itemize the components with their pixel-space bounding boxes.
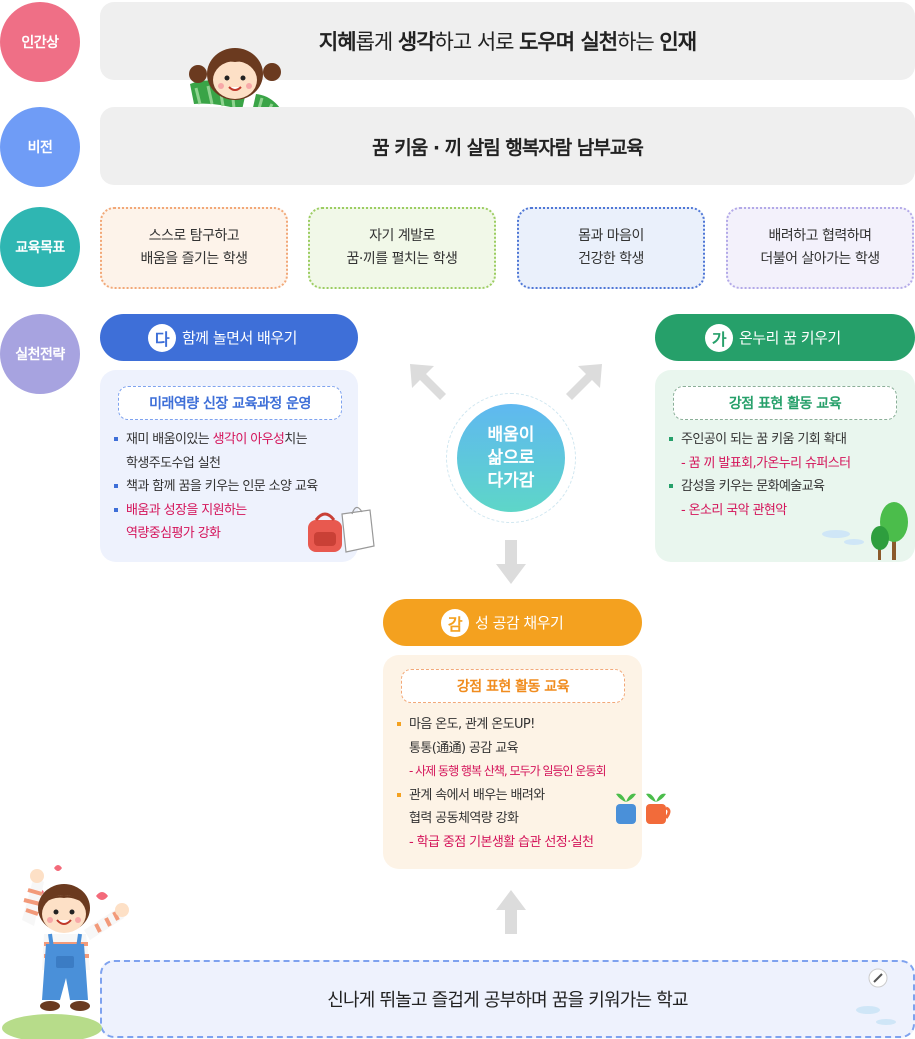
strategy-ga-badge: 가	[705, 323, 733, 352]
girl-illustration-icon	[189, 48, 309, 163]
vision-label: 비전	[27, 140, 53, 156]
arrow-up-right-icon	[566, 364, 602, 400]
goal-card-2: 자기 계발로 꿈·끼를 펼치는 학생	[308, 207, 496, 289]
bag-illustration-icon	[308, 506, 375, 553]
bottom-text: 신나게 뛰놀고 즐겁게 공부하며 꿈을 키워가는 학교	[327, 990, 688, 1011]
strategy-gam-badge: 감	[441, 608, 469, 637]
center-text: 배움이 삶으로 다가감	[487, 424, 535, 491]
arrow-up-left-icon	[410, 364, 446, 400]
strategy-ga-items: 주인공이 되는 꿈 키움 기회 확대 - 꿈 끼 발표회,가온누리 슈퍼스터 감…	[669, 428, 909, 522]
dandelion-decoration-icon	[856, 968, 896, 1025]
goal-text-3: 몸과 마음이 건강한 학생	[578, 228, 644, 267]
goal-card-4: 배려하고 협력하며 더불어 살아가는 학생	[726, 207, 914, 289]
strategy-gam-item-1: 마음 온도, 관계 온도UP! 통통(通通) 공감 교육	[397, 713, 642, 760]
strategy-da-item-1: 재미 배움이있는 생각이 아우성치는 학생주도수업 실천	[114, 428, 354, 475]
goal-card-1: 스스로 탐구하고 배움을 즐기는 학생	[100, 207, 288, 289]
goal-card-3: 몸과 마음이 건강한 학생	[517, 207, 705, 289]
strategy-gam-title: 성 공감 채우기	[475, 614, 564, 632]
vision-label-circle: 비전	[0, 107, 80, 187]
plant-cups-icon	[616, 793, 671, 824]
boy-illustration-icon	[2, 865, 129, 1039]
strategy-gam-item-1-sub: - 사제 동행 행복 산책, 모두가 일등인 운동회	[409, 764, 607, 778]
strategy-ga-pill: 가 온누리 꿈 키우기	[655, 314, 915, 361]
goal-text-2: 자기 계발로 꿈·끼를 펼치는 학생	[346, 228, 458, 267]
goals-label: 교육목표	[15, 240, 65, 256]
strategy-label-circle: 실천전략	[0, 314, 80, 394]
strategy-label: 실천전략	[15, 347, 65, 363]
strategy-da-pill: 다 함께 놀면서 배우기	[100, 314, 358, 361]
strategy-ga-item-1: 주인공이 되는 꿈 키움 기회 확대	[669, 428, 909, 452]
strategy-da-title: 함께 놀면서 배우기	[182, 329, 297, 347]
goals-label-circle: 교육목표	[0, 207, 80, 287]
strategy-ga-title: 온누리 꿈 키우기	[739, 329, 841, 347]
strategy-gam-subtitle: 강점 표현 활동 교육	[401, 669, 625, 703]
strategy-gam-pill: 감 성 공감 채우기	[383, 599, 642, 646]
center-circle: 배움이 삶으로 다가감	[457, 404, 565, 512]
ideal-label-circle: 인간상	[0, 2, 80, 82]
strategy-gam-items: 마음 온도, 관계 온도UP! 통통(通通) 공감 교육 - 사제 동행 행복 …	[397, 713, 642, 854]
strategy-ga-panel: 강점 표현 활동 교육 주인공이 되는 꿈 키움 기회 확대 - 꿈 끼 발표회…	[655, 370, 915, 562]
strategy-ga-item-2: 감성을 키우는 문화예술교육	[669, 475, 909, 499]
strategy-da-subtitle: 미래역량 신장 교육과정 운영	[118, 386, 342, 420]
goal-text-4: 배려하고 협력하며 더불어 살아가는 학생	[760, 228, 880, 267]
ideal-text: 지혜롭게 생각하고 서로 도우며 실천하는 인재	[318, 30, 697, 54]
strategy-gam-panel: 강점 표현 활동 교육 마음 온도, 관계 온도UP! 통통(通通) 공감 교육…	[383, 655, 642, 869]
vision-bar: 꿈 키움 · 끼 살림 행복자람 남부교육	[100, 107, 915, 185]
bottom-bar: 신나게 뛰놀고 즐겁게 공부하며 꿈을 키워가는 학교	[100, 960, 915, 1038]
arrow-up-icon	[496, 890, 526, 934]
vision-text: 꿈 키움 · 끼 살림 행복자람 남부교육	[372, 136, 644, 159]
strategy-ga-item-2-sub: - 온소리 국악 관현악	[681, 502, 787, 518]
center-ring	[446, 393, 576, 523]
strategy-da-item-3: 배움과 성장을 지원하는 역량중심평가 강화	[114, 499, 354, 546]
ideal-label: 인간상	[21, 35, 59, 51]
strategy-ga-item-1-sub: - 꿈 끼 발표회,가온누리 슈퍼스터	[681, 455, 851, 471]
strategy-ga-subtitle: 강점 표현 활동 교육	[673, 386, 897, 420]
strategy-da-items: 재미 배움이있는 생각이 아우성치는 학생주도수업 실천 책과 함께 꿈을 키우…	[114, 428, 354, 546]
strategy-da-item-2: 책과 함께 꿈을 키우는 인문 소양 교육	[114, 475, 354, 499]
strategy-gam-item-2: 관계 속에서 배우는 배려와 협력 공동체역량 강화	[397, 784, 642, 831]
goal-text-1: 스스로 탐구하고 배움을 즐기는 학생	[140, 228, 248, 267]
arrow-down-icon	[496, 540, 526, 584]
strategy-gam-item-2-sub: - 학급 중점 기본생활 습관 선정·실천	[409, 834, 594, 850]
tree-illustration-icon	[822, 502, 908, 560]
strategy-da-badge: 다	[148, 323, 176, 352]
